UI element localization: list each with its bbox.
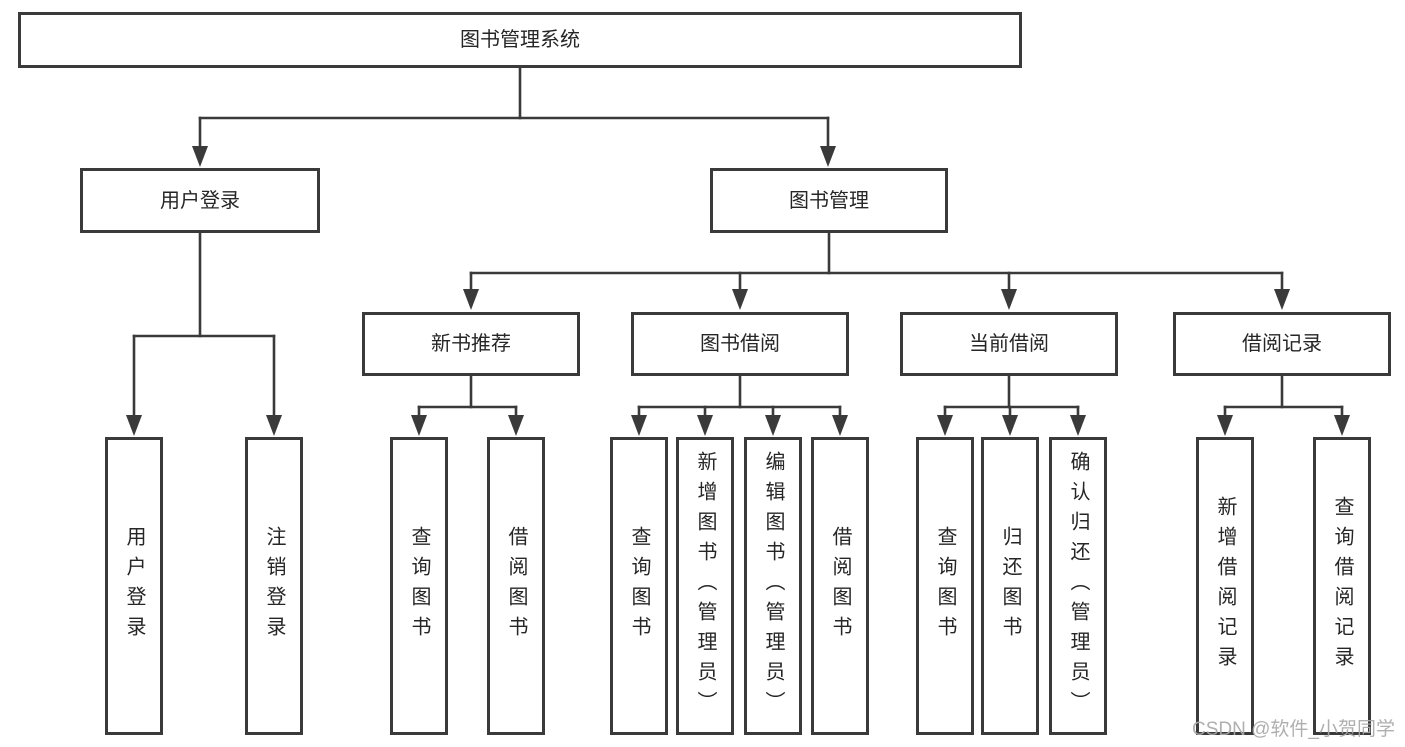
leaf-newbook-query: 查询图书 xyxy=(390,437,448,735)
leaf-current-confirm-admin: 确认归还（管理员） xyxy=(1049,437,1107,735)
leaf-current-query: 查询图书 xyxy=(916,437,974,735)
leaf-records-query: 查询借阅记录 xyxy=(1313,437,1371,735)
leaf-logout: 注销登录 xyxy=(245,437,303,735)
node-current-borrow: 当前借阅 xyxy=(900,312,1118,376)
node-library-system: 图书管理系统 xyxy=(18,12,1022,68)
node-book-management: 图书管理 xyxy=(710,168,948,233)
leaf-borrow-add-admin: 新增图书（管理员） xyxy=(676,437,734,735)
leaf-user-login: 用户登录 xyxy=(105,437,163,735)
leaf-borrow-query: 查询图书 xyxy=(610,437,668,735)
leaf-current-return: 归还图书 xyxy=(981,437,1039,735)
node-new-book-recommend: 新书推荐 xyxy=(362,312,580,376)
node-user-login: 用户登录 xyxy=(80,168,320,233)
leaf-borrow-borrow: 借阅图书 xyxy=(811,437,869,735)
csdn-watermark: CSDN @软件_小贺同学 xyxy=(1192,719,1395,740)
leaf-newbook-borrow: 借阅图书 xyxy=(487,437,545,735)
leaf-borrow-edit-admin: 编辑图书（管理员） xyxy=(744,437,802,735)
node-borrow-records: 借阅记录 xyxy=(1173,312,1391,376)
leaf-records-add: 新增借阅记录 xyxy=(1196,437,1254,735)
node-book-borrow: 图书借阅 xyxy=(631,312,849,376)
